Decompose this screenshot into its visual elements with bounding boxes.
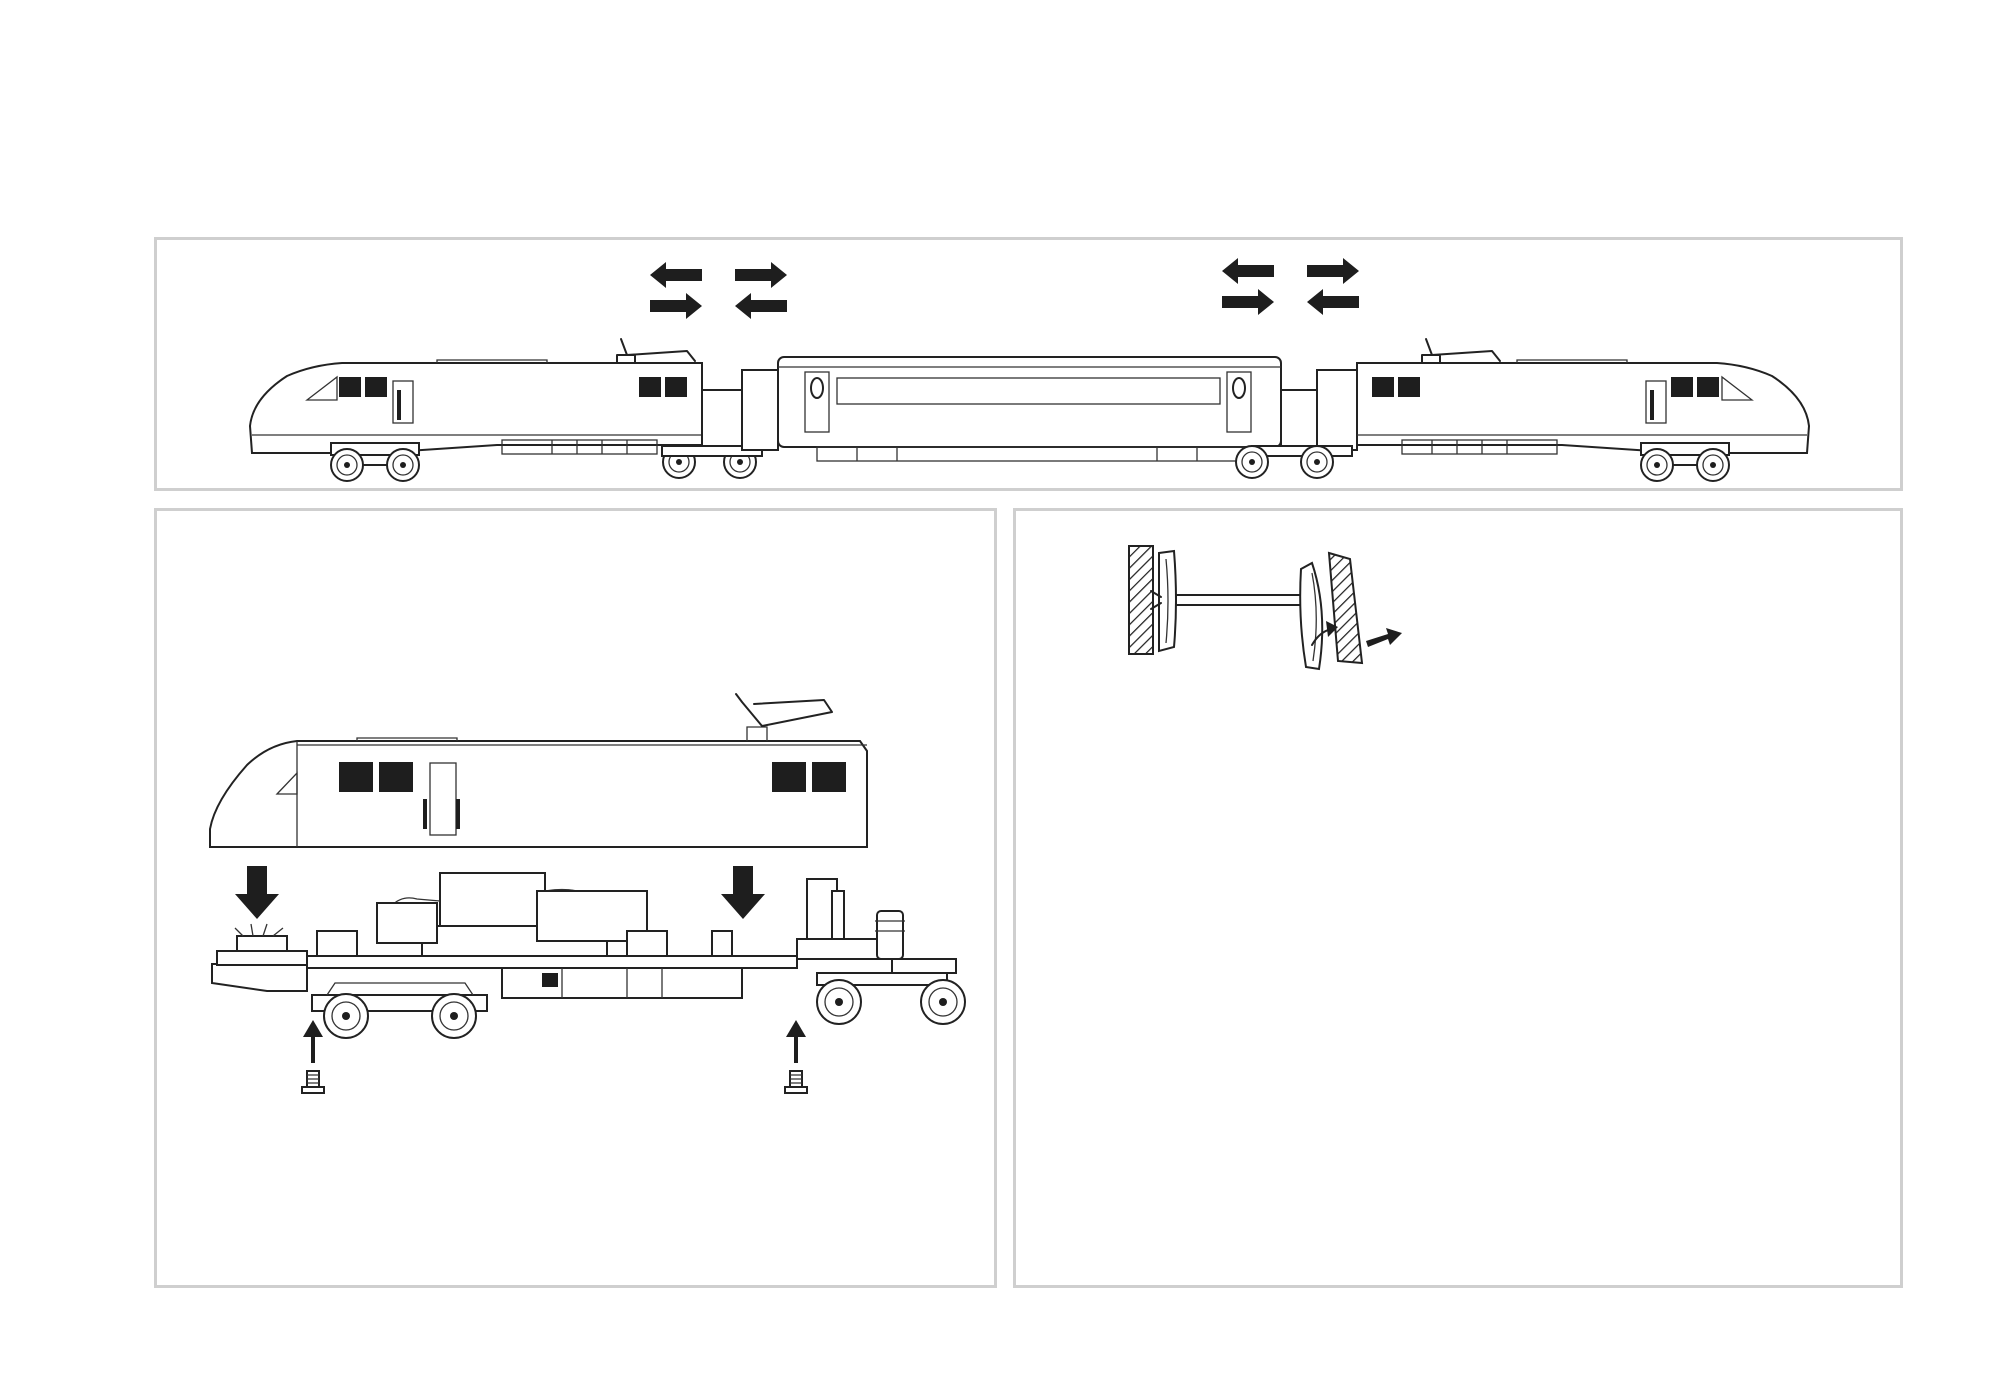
wheelset-removal-diagram — [1016, 511, 1906, 1291]
wheelset-diagram — [1129, 546, 1402, 669]
arrow-down-icon — [235, 866, 279, 919]
trailer-bogie — [817, 973, 965, 1024]
arrow-right-icon — [1307, 258, 1359, 284]
axle — [1176, 595, 1306, 605]
wheelset-removal-panel — [1013, 508, 1903, 1288]
body-removal-panel — [154, 508, 997, 1288]
arrow-right-icon — [1222, 289, 1274, 315]
power-car-left — [250, 339, 702, 481]
screw-icon — [302, 1071, 324, 1093]
arrow-down-icon — [721, 866, 765, 919]
arrow-right-icon — [735, 262, 787, 288]
locomotive-body-shell — [210, 694, 867, 847]
screw-icon — [785, 1071, 807, 1093]
arrow-left-icon — [735, 293, 787, 319]
body-removal-diagram — [157, 511, 1000, 1291]
train-coupling-diagram — [157, 240, 1906, 494]
arrow-up-icon — [786, 1020, 806, 1063]
power-car-right — [1357, 339, 1809, 481]
arrow-left-icon — [1222, 258, 1274, 284]
arrow-left-icon — [1307, 289, 1359, 315]
motor-bogie — [312, 983, 487, 1038]
arrow-up-icon — [303, 1020, 323, 1063]
train-coupling-panel — [154, 237, 1903, 491]
arrow-left-icon — [650, 262, 702, 288]
arrow-icon — [1366, 628, 1402, 647]
bogie-frame-left — [1129, 546, 1153, 654]
arrow-right-icon — [650, 293, 702, 319]
bogie-frame-right — [1329, 553, 1362, 663]
trailer-car — [778, 357, 1281, 461]
